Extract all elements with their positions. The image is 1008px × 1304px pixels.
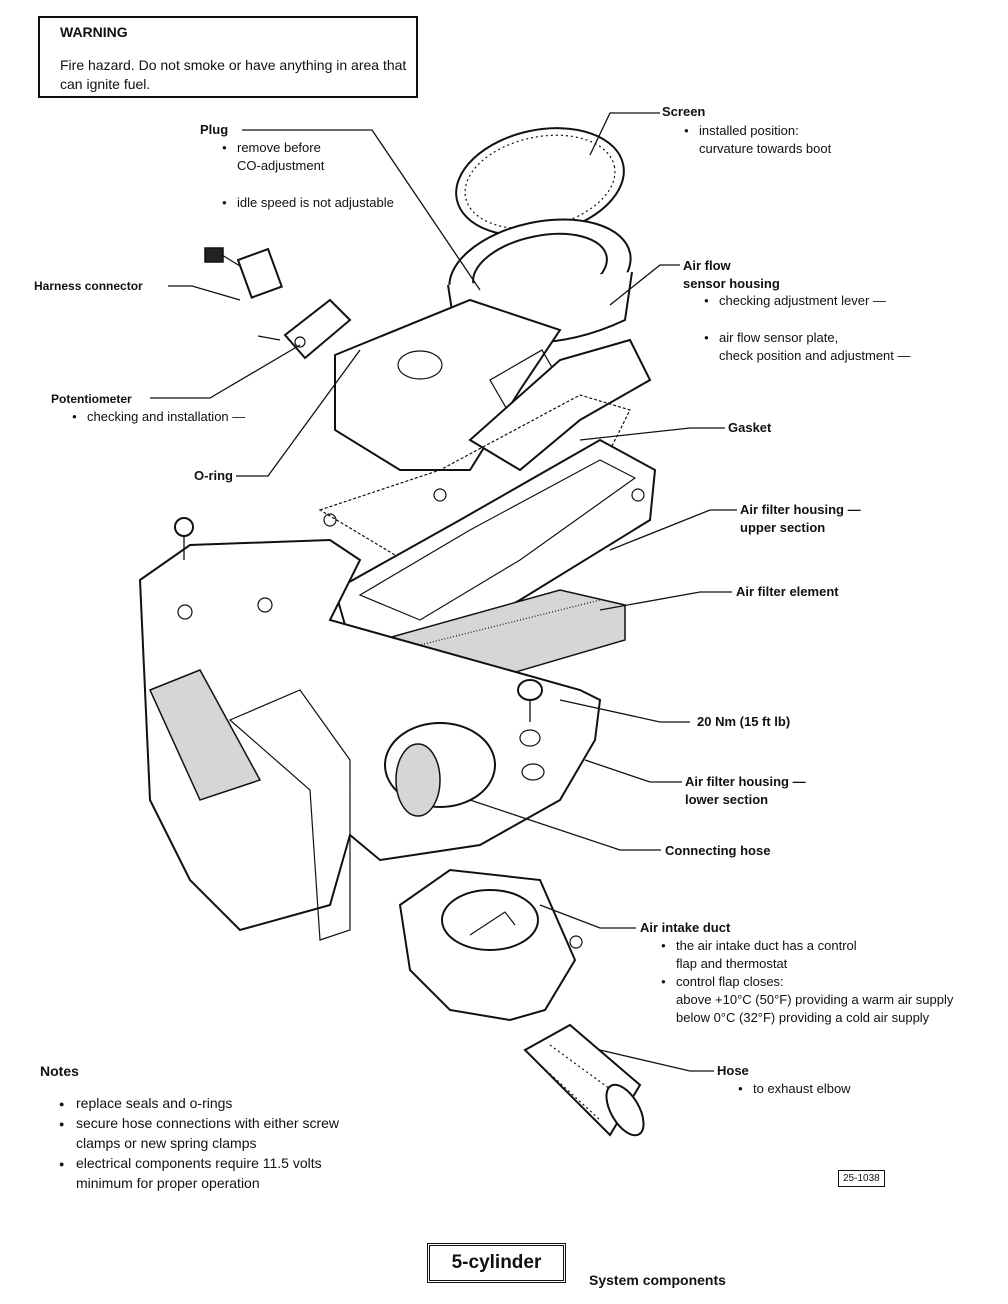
warning-title: WARNING xyxy=(60,24,128,40)
warning-text: Fire hazard. Do not smoke or have anythi… xyxy=(60,57,407,92)
air-filter-lower-label-line-1: Air filter housing — xyxy=(685,774,806,789)
air-intake-duct-bullet-4: above +10°C (50°F) providing a warm air … xyxy=(676,992,954,1007)
notes-item-2: secure hose connections with either scre… xyxy=(59,1113,339,1134)
air-flow-bullet-3: check position and adjustment — xyxy=(719,348,911,363)
figure-number: 25-1038 xyxy=(838,1170,885,1187)
air-flow-bullet-1: checking adjustment lever — xyxy=(704,292,886,310)
connecting-hose-label: Connecting hose xyxy=(665,843,771,858)
air-intake-duct-bullet-3: control flap closes: xyxy=(661,973,784,991)
notes-title: Notes xyxy=(40,1063,79,1079)
air-filter-element-label: Air filter element xyxy=(736,584,839,599)
page-title: 5-cylinder xyxy=(427,1243,566,1283)
plug-bullet-1: remove before xyxy=(222,139,321,157)
o-ring-label: O-ring xyxy=(194,468,233,483)
hose-bullet-1: to exhaust elbow xyxy=(738,1080,851,1098)
air-flow-label-line-2: sensor housing xyxy=(683,276,780,291)
air-intake-duct-bullet-2: flap and thermostat xyxy=(676,956,788,971)
warning-box: WARNING Fire hazard. Do not smoke or hav… xyxy=(38,16,418,98)
plug-label: Plug xyxy=(200,122,229,137)
screw-part xyxy=(174,517,194,560)
plug-bullet-3: idle speed is not adjustable xyxy=(222,194,394,212)
screen-bullet-2: curvature towards boot xyxy=(699,141,832,156)
air-intake-duct-part xyxy=(398,868,583,1022)
notes-item-1: replace seals and o-rings xyxy=(59,1093,232,1114)
leader-lines xyxy=(150,112,737,1072)
bolt-part xyxy=(517,679,545,781)
potentiometer-label: Potentiometer xyxy=(51,392,132,406)
air-filter-upper-label-line-2: upper section xyxy=(740,520,826,535)
plug-bullet-2: CO-adjustment xyxy=(237,158,325,173)
screen-label: Screen xyxy=(662,104,706,119)
air-intake-duct-bullet-1: the air intake duct has a control xyxy=(661,937,857,955)
page-subtitle: System components xyxy=(589,1272,726,1288)
air-filter-housing-lower-part xyxy=(138,538,602,941)
air-filter-upper-label-line-1: Air filter housing — xyxy=(740,502,861,517)
air-flow-label-line-1: Air flow xyxy=(683,258,731,273)
air-flow-sensor-housing-part xyxy=(334,218,652,472)
air-filter-lower-label-line-2: lower section xyxy=(685,792,769,807)
harness-connector-part xyxy=(204,247,284,299)
hose-part xyxy=(523,1023,645,1137)
hose-label: Hose xyxy=(717,1063,749,1078)
harness-connector-label: Harness connector xyxy=(34,279,143,293)
air-intake-duct-label: Air intake duct xyxy=(640,920,731,935)
air-intake-duct-bullet-5: below 0°C (32°F) providing a cold air su… xyxy=(676,1010,930,1025)
potentiometer-part xyxy=(257,298,352,360)
notes-item-2-cont: clamps or new spring clamps xyxy=(76,1135,257,1151)
notes-item-3: electrical components require 11.5 volts xyxy=(59,1153,322,1174)
screen-part xyxy=(455,127,625,237)
screen-bullet-1: installed position: xyxy=(684,122,799,140)
air-flow-bullet-2: air flow sensor plate, xyxy=(704,329,838,347)
potentiometer-bullet-1: checking and installation — xyxy=(72,408,245,426)
torque-label: 20 Nm (15 ft lb) xyxy=(697,714,791,729)
notes-item-3-cont: minimum for proper operation xyxy=(76,1175,260,1191)
gasket-label: Gasket xyxy=(728,420,772,435)
